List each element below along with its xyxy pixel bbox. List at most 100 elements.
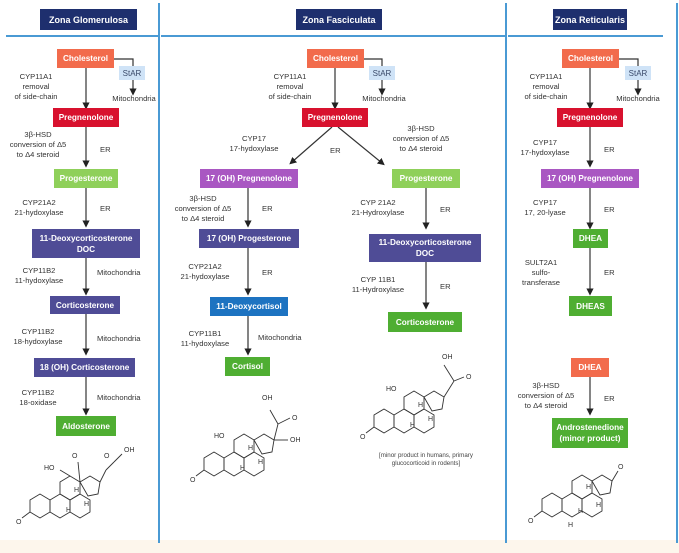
svg-text:O: O [292, 415, 298, 422]
enzyme-label: CYP11B2 18-hydoxylase [13, 327, 63, 346]
svg-text:HO: HO [44, 465, 55, 472]
column-divider [505, 3, 507, 543]
location-label: ER [440, 282, 451, 291]
node-pregnenolone: Pregnenolone [557, 108, 623, 127]
svg-text:O: O [190, 477, 196, 484]
svg-text:H: H [248, 445, 253, 452]
zone-reticularis-title: Zona Reticularis [553, 9, 627, 30]
enzyme-label: CYP21A2 21-hydoxylase [180, 262, 230, 281]
svg-text:OH: OH [290, 437, 301, 444]
svg-text:H: H [596, 502, 601, 509]
node-17oh-pregnenolone: 17 (OH) Pregnenolone [200, 169, 298, 188]
enzyme-label: CYP17 17, 20-lyase [524, 198, 566, 217]
location-label: ER [440, 205, 451, 214]
node-aldosterone: Aldosterone [56, 416, 116, 436]
footnote: [minor product in humans, primary glucoc… [379, 452, 473, 467]
location-label: ER [100, 145, 111, 154]
column-divider [158, 3, 160, 543]
svg-text:OH: OH [262, 395, 273, 402]
node-17oh-pregnenolone: 17 (OH) Pregnenolone [541, 169, 639, 188]
node-progesterone: Progesterone [54, 169, 118, 188]
location-label: Mitochondria [97, 393, 141, 402]
location-label: Mitochondria [616, 94, 660, 103]
location-label: ER [262, 268, 273, 277]
svg-text:O: O [16, 519, 22, 526]
arrow [618, 58, 639, 66]
enzyme-label: 3β-HSD conversion of Δ5 to Δ4 steroid [174, 194, 232, 223]
column-divider [676, 3, 678, 543]
node-corticosterone: Corticosterone [50, 296, 120, 314]
enzyme-label: 3β-HSD conversion of Δ5 to Δ4 steroid [392, 124, 450, 153]
svg-text:H: H [84, 501, 89, 508]
node-cholesterol: Cholesterol [307, 49, 364, 68]
node-cortisol: Cortisol [225, 357, 270, 376]
svg-text:H: H [428, 416, 433, 423]
svg-text:H: H [586, 484, 591, 491]
svg-text:H: H [74, 487, 79, 494]
svg-text:HO: HO [214, 433, 225, 440]
location-label: ER [604, 205, 615, 214]
node-dheas: DHEAS [569, 296, 612, 316]
location-label: ER [604, 268, 615, 277]
star-label: StAR [119, 66, 145, 80]
enzyme-label: CYP11A1 removal of side-chain [524, 72, 568, 101]
svg-text:H: H [410, 422, 415, 429]
node-cholesterol: Cholesterol [57, 49, 114, 68]
node-dhea: DHEA [573, 229, 608, 248]
node-deoxycorticosterone: 11-Deoxycorticosterone DOC [369, 234, 481, 262]
enzyme-label: CYP17 17-hydoxylase [520, 138, 570, 157]
node-pregnenolone: Pregnenolone [302, 108, 368, 127]
enzyme-label: CYP 11B1 11-Hydroxylase [351, 275, 405, 294]
enzyme-label: CYP11A1 removal of side-chain [14, 72, 58, 101]
star-label: StAR [369, 66, 395, 80]
enzyme-label: CYP 21A2 21-Hydroxylase [351, 198, 405, 217]
svg-text:OH: OH [442, 354, 453, 361]
location-label: Mitochondria [258, 333, 302, 342]
header-divider [508, 35, 663, 37]
enzyme-label: CYP11A1 removal of side-chain [268, 72, 312, 101]
svg-text:H: H [240, 465, 245, 472]
header-divider [161, 35, 505, 37]
svg-text:H: H [578, 508, 583, 515]
node-androstenedione: Androstenedione (minor product) [552, 418, 628, 448]
arrow [363, 58, 383, 66]
svg-text:HO: HO [386, 386, 397, 393]
svg-text:H: H [418, 402, 423, 409]
location-label: ER [604, 145, 615, 154]
location-label: ER [262, 204, 273, 213]
enzyme-label: CYP11B2 11-hydoxylase [14, 266, 64, 285]
location-label: ER [100, 204, 111, 213]
location-label: ER [330, 146, 341, 155]
arrow [289, 126, 333, 165]
node-dhea-start: DHEA [571, 358, 609, 377]
node-cholesterol: Cholesterol [562, 49, 619, 68]
node-11-deoxycortisol: 11-Deoxycortisol [210, 297, 288, 316]
location-label: Mitochondria [97, 334, 141, 343]
svg-text:O: O [466, 374, 472, 381]
enzyme-label: CYP11B2 18-oxidase [19, 388, 57, 407]
node-progesterone: Progesterone [392, 169, 460, 188]
svg-text:O: O [360, 434, 366, 441]
svg-text:O: O [528, 518, 534, 525]
enzyme-label: 3β-HSD conversion of Δ5 to Δ4 steroid [517, 381, 575, 410]
node-17oh-progesterone: 17 (OH) Progesterone [199, 229, 299, 248]
location-label: Mitochondria [97, 268, 141, 277]
zone-fasciculata-title: Zona Fasciculata [296, 9, 382, 30]
star-label: StAR [625, 66, 651, 80]
enzyme-label: CYP11B1 11-hydoxylase [180, 329, 230, 348]
svg-text:O: O [104, 453, 110, 460]
svg-text:OH: OH [124, 447, 135, 454]
zone-glomerulosa-title: Zona Glomerulosa [40, 9, 137, 30]
svg-text:H: H [66, 507, 71, 514]
svg-text:O: O [72, 453, 78, 460]
node-deoxycorticosterone: 11-Deoxycorticosterone DOC [32, 229, 140, 258]
enzyme-label: SULT2A1 sulfo- transferase [522, 258, 560, 287]
location-label: Mitochondria [362, 94, 406, 103]
svg-text:O: O [618, 464, 624, 471]
arrow [337, 126, 385, 166]
